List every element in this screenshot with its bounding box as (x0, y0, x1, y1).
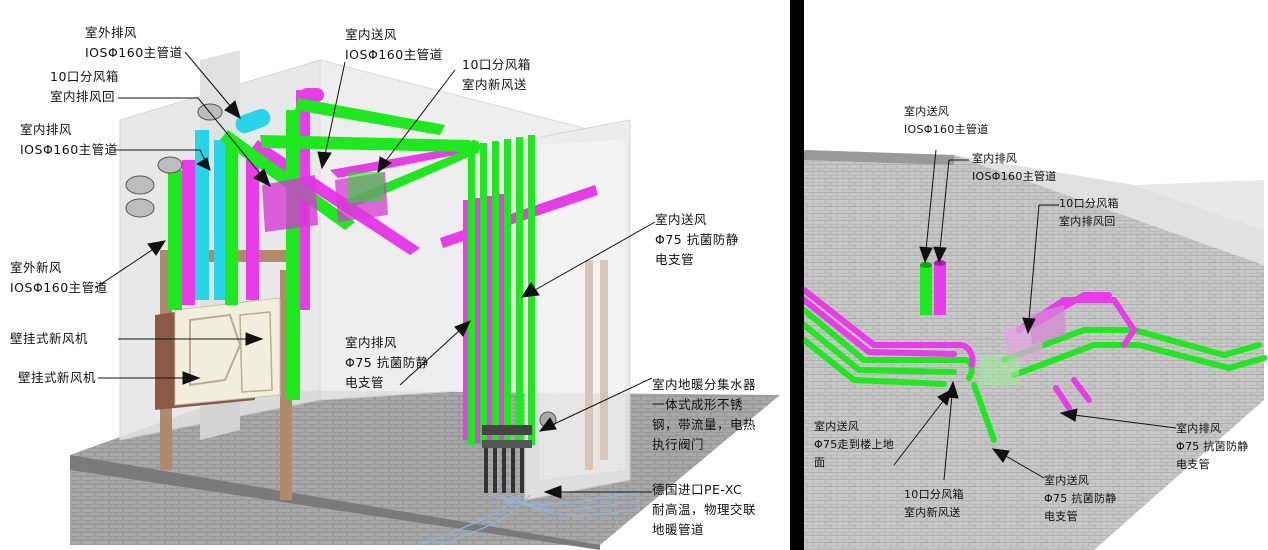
left-leader-lines (94, 51, 656, 499)
right-leader-lines (893, 149, 1177, 481)
label-upper-supply-upstairs: 室内送风 Φ75走到楼上地 面 (814, 420, 895, 469)
label-upper-exhaust-branch: 室内排风 Φ75 抗菌防静 电支管 (1176, 422, 1249, 471)
label-wall-unit-2: 壁挂式新风机 (18, 370, 97, 385)
floor-heating-pipes (419, 491, 641, 546)
label-floor-pipe: 德国进口PE-XC 耐高温，物理交联 地暖管道 (652, 482, 757, 537)
magenta-pipes-upper (804, 287, 1138, 411)
left-diagram-drawing (70, 50, 780, 550)
vertical-main-pipes (920, 260, 946, 315)
wall-mounted-fresh-air-unit (155, 297, 281, 410)
floor-heating-manifold (482, 411, 557, 493)
label-upper-box-return: 10口分风箱 室内排风回 (1059, 197, 1119, 228)
label-box-fresh: 10口分风箱 室内新风送 (462, 57, 531, 92)
outdoor-vent-caps (125, 103, 223, 218)
label-outdoor-exhaust: 室外排风 IOSΦ160主管道 (85, 25, 183, 60)
label-indoor-supply-branch: 室内送风 Φ75 抗菌防静 电支管 (655, 212, 739, 267)
label-upper-supply-branch: 室内送风 Φ75 抗菌防静 电支管 (1044, 474, 1117, 523)
label-manifold: 室内地暖分集水器 一体式成形不锈 钢，带流量，电热 执行阀门 (652, 377, 757, 452)
label-indoor-supply-main: 室内送风 IOSΦ160主管道 (345, 27, 443, 62)
cyan-exhaust-pipes (195, 108, 271, 300)
distribution-boxes-upper (979, 305, 1066, 385)
label-outdoor-fresh: 室外新风 IOSΦ160主管道 (10, 260, 108, 295)
label-wall-unit-1: 壁挂式新风机 (10, 331, 89, 346)
left-diagram-panel: 室外排风 IOSΦ160主管道 10口分风箱 室内排风回 室内排风 IOSΦ16… (10, 25, 780, 550)
panel-divider (790, 0, 804, 550)
right-diagram-drawing (804, 149, 1267, 550)
label-upper-box-fresh: 10口分风箱 室内新风送 (904, 488, 964, 519)
label-indoor-exhaust-branch: 室内排风 Φ75 抗菌防静 电支管 (345, 335, 429, 390)
label-upper-exhaust-main: 室内排风 IOSΦ160主管道 (972, 152, 1057, 183)
label-upper-supply-main: 室内送风 IOSΦ160主管道 (904, 105, 989, 136)
right-diagram-panel: 室内送风 IOSΦ160主管道 室内排风 IOSΦ160主管道 10口分风箱 室… (804, 0, 1268, 550)
label-indoor-exhaust-main: 室内排风 IOSΦ160主管道 (20, 122, 118, 157)
label-box-return: 10口分风箱 室内排风回 (50, 69, 119, 104)
distribution-boxes (262, 172, 388, 232)
